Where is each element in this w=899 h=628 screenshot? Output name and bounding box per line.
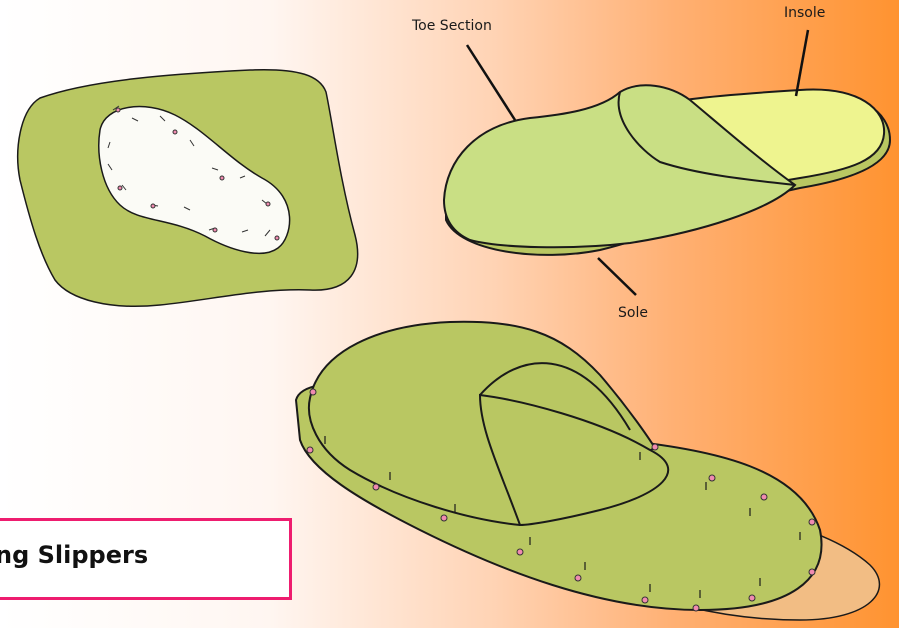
- leader-line-sole: [598, 258, 636, 295]
- leader-line-insole: [796, 30, 808, 96]
- insole-label: Insole: [784, 5, 825, 21]
- pinned-slipper-illustration: [296, 322, 879, 620]
- toe-section-label: Toe Section: [412, 18, 492, 34]
- sole-label: Sole: [618, 305, 648, 321]
- title-text: ng Slippers: [0, 541, 148, 569]
- leader-line-toe: [467, 45, 515, 120]
- title-box: ng Slippers: [0, 518, 292, 600]
- finished-slipper-illustration: [444, 30, 890, 295]
- felt-template-illustration: [18, 70, 358, 307]
